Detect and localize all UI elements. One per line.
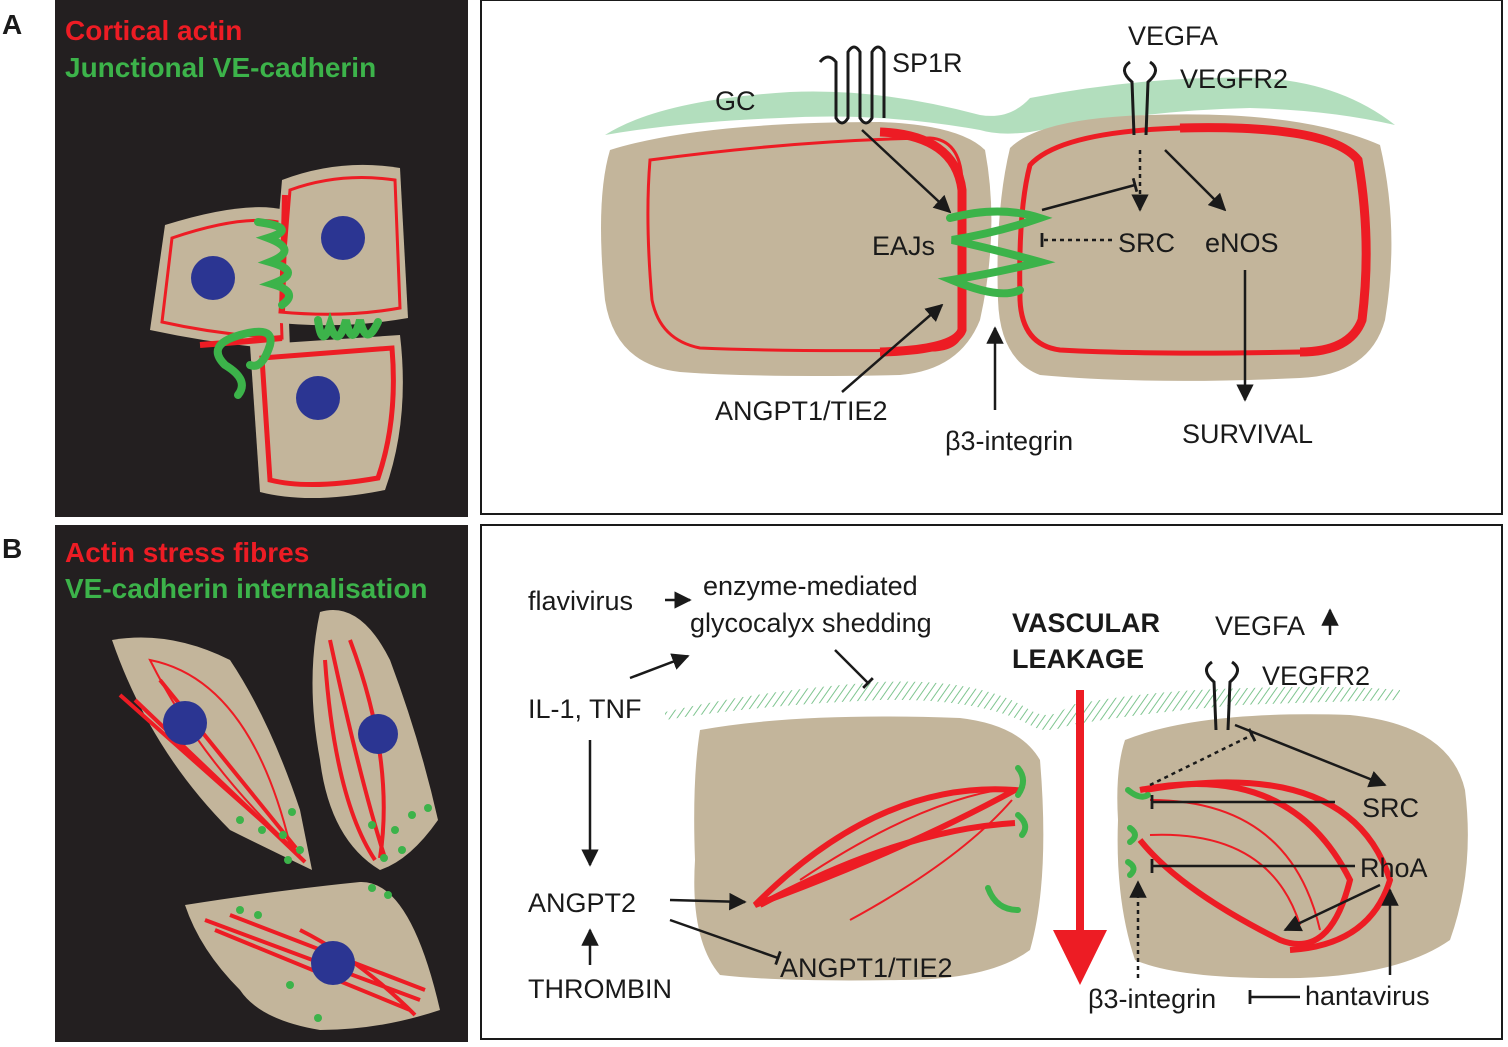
- label-b3-integrin-b: β3-integrin: [1088, 984, 1216, 1014]
- arrow-vegfr2-to-enos: [1164, 149, 1227, 212]
- nucleus: [191, 256, 235, 300]
- cell-a-left: [150, 207, 290, 350]
- junctional-ve-cadherin-coils: [213, 218, 382, 399]
- label-angpt2: ANGPT2: [528, 888, 636, 918]
- arrows-panel-b: [581, 591, 1399, 1004]
- label-src-a: SRC: [1118, 228, 1175, 258]
- vegfr2-receptor-b-icon: [1205, 660, 1239, 731]
- label-leakage: LEAKAGE: [1012, 644, 1144, 674]
- ve-cadherin-fragments-b-right: [1125, 787, 1151, 878]
- cell-b-diagram-right: [1117, 714, 1468, 979]
- label-vegfr2-a: VEGFR2: [1180, 64, 1288, 94]
- inhibit-vegfr2-to-cadherin: [1149, 728, 1257, 787]
- arrows-panel-a: [841, 129, 1254, 410]
- label-angpt1-tie2-a: ANGPT1/TIE2: [715, 396, 888, 426]
- cell-a-bottom: [250, 335, 403, 499]
- legend-ve-cadherin-internalisation: VE-cadherin internalisation: [65, 573, 428, 604]
- glycocalyx-shed-b: [665, 681, 1400, 730]
- label-vascular: VASCULAR: [1012, 608, 1160, 638]
- label-flavivirus: flavivirus: [528, 586, 633, 616]
- label-eajs: EAJs: [872, 231, 935, 261]
- label-sp1r: SP1R: [892, 48, 963, 78]
- nucleus: [311, 941, 355, 985]
- label-vegfa-a: VEGFA: [1128, 21, 1218, 51]
- nucleus: [358, 714, 398, 754]
- legend-actin-stress-fibres: Actin stress fibres: [65, 537, 309, 568]
- label-survival: SURVIVAL: [1182, 419, 1313, 449]
- label-glycocalyx-shedding: glycocalyx shedding: [690, 608, 932, 638]
- sp1r-receptor-icon: [818, 45, 886, 125]
- cell-a-diagram-right: [997, 114, 1392, 381]
- label-vegfa-b: VEGFA: [1215, 611, 1305, 641]
- cell-b-diagram-left: [694, 716, 1044, 981]
- label-b3-integrin-a: β3-integrin: [945, 426, 1073, 456]
- vegfr2-receptor-icon: [1123, 60, 1157, 136]
- inhibit-eajs-to-src: [1041, 177, 1139, 212]
- label-thrombin: THROMBIN: [528, 974, 672, 1004]
- inhibit-angpt2-to-angpt1: [669, 918, 782, 966]
- cell-b-bottom: [185, 881, 440, 1030]
- legend-junctional-ve-cadherin: Junctional VE-cadherin: [65, 52, 376, 83]
- eajs-coil: [937, 207, 1056, 298]
- cell-b-left: [112, 637, 312, 870]
- nucleus: [163, 701, 207, 745]
- ve-cadherin-fragments-b-left: [985, 765, 1029, 913]
- vascular-leakage-arrow: [1053, 690, 1107, 985]
- panel-a-dark-box: Cortical actin Junctional VE-cadherin: [55, 0, 468, 517]
- label-enzyme-mediated: enzyme-mediated: [703, 571, 918, 601]
- arrow-angpt1-to-eajs: [841, 303, 944, 393]
- legend-cortical-actin: Cortical actin: [65, 15, 242, 46]
- label-src-b: SRC: [1362, 793, 1419, 823]
- label-angpt1-tie2-b: ANGPT1/TIE2: [780, 953, 953, 983]
- arrow-il1-to-shedding: [629, 653, 690, 680]
- arrow-rhoa-to-fibres: [1283, 883, 1381, 932]
- label-enos: eNOS: [1205, 228, 1279, 258]
- label-hantavirus: hantavirus: [1305, 981, 1430, 1011]
- nucleus: [321, 216, 365, 260]
- cell-a-diagram-left: [601, 122, 992, 376]
- panel-b-letter: B: [2, 533, 22, 564]
- panel-b-dark-box: Actin stress fibres VE-cadherin internal…: [55, 525, 468, 1042]
- panel-a-letter: A: [2, 9, 22, 40]
- label-vegfr2-b: VEGFR2: [1262, 661, 1370, 691]
- ve-cadherin-fragments: [236, 804, 432, 1022]
- cell-b-right: [312, 610, 438, 870]
- glycocalyx-a: [605, 77, 1395, 135]
- nucleus: [296, 376, 340, 420]
- arrow-sp1r-to-eajs: [861, 129, 952, 214]
- label-il1-tnf: IL-1, TNF: [528, 694, 642, 724]
- label-rhoa: RhoA: [1360, 853, 1428, 883]
- arrow-angpt2-to-fibres: [669, 892, 747, 911]
- label-gc: GC: [715, 86, 756, 116]
- inhibit-shedding-to-gc: [834, 649, 874, 689]
- arrow-vegfr2-to-src: [1234, 723, 1387, 788]
